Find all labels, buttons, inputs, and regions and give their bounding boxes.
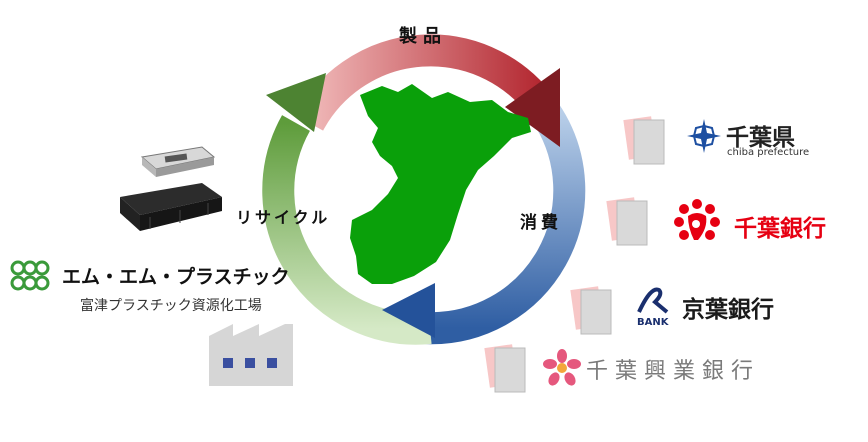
chiba-bank-flower-icon [674, 199, 720, 240]
recycle-arrowhead [266, 73, 326, 132]
cosmos-flower-icon [543, 349, 581, 386]
chiba-prefecture-emblem-icon [687, 119, 721, 153]
plastic-products-image [120, 146, 222, 231]
consumption-label: 消費 [520, 213, 562, 233]
company-name: エム・エム・プラスチック [62, 266, 290, 288]
keiyo-bank-logo-text: BANK [637, 317, 669, 328]
recycle-arrow-arc [262, 115, 432, 345]
product-label: 製品 [399, 26, 447, 47]
chiba-prefecture-name: 千葉県 [726, 125, 795, 151]
chiba-kogyo-bank-name: 千葉興業銀行 [586, 359, 761, 384]
product-arrowhead [505, 68, 560, 147]
keiyo-bank-name: 京葉銀行 [682, 297, 774, 323]
document-stack-icon [606, 197, 648, 246]
pallet-icon [120, 183, 222, 231]
document-stack-icon [623, 116, 665, 165]
consumption-arrow-arc [423, 102, 586, 345]
recycle-label: リサイクル [236, 208, 331, 227]
consumption-arrowhead [382, 283, 435, 338]
mm-plastic-logo-icon [10, 260, 50, 291]
document-stack-icon [484, 344, 526, 393]
chiba-map-shape [350, 84, 531, 284]
product-arrow-arc [294, 34, 555, 131]
factory-name: 富津プラスチック資源化工場 [80, 298, 262, 314]
chiba-bank-name: 千葉銀行 [734, 216, 826, 242]
keiyo-bank-logo-icon [637, 287, 669, 314]
factory-icon [209, 324, 293, 386]
document-stack-icon [570, 286, 612, 335]
chiba-prefecture-subtitle: chiba prefecture [727, 147, 810, 158]
plastic-tray-icon [140, 146, 216, 177]
